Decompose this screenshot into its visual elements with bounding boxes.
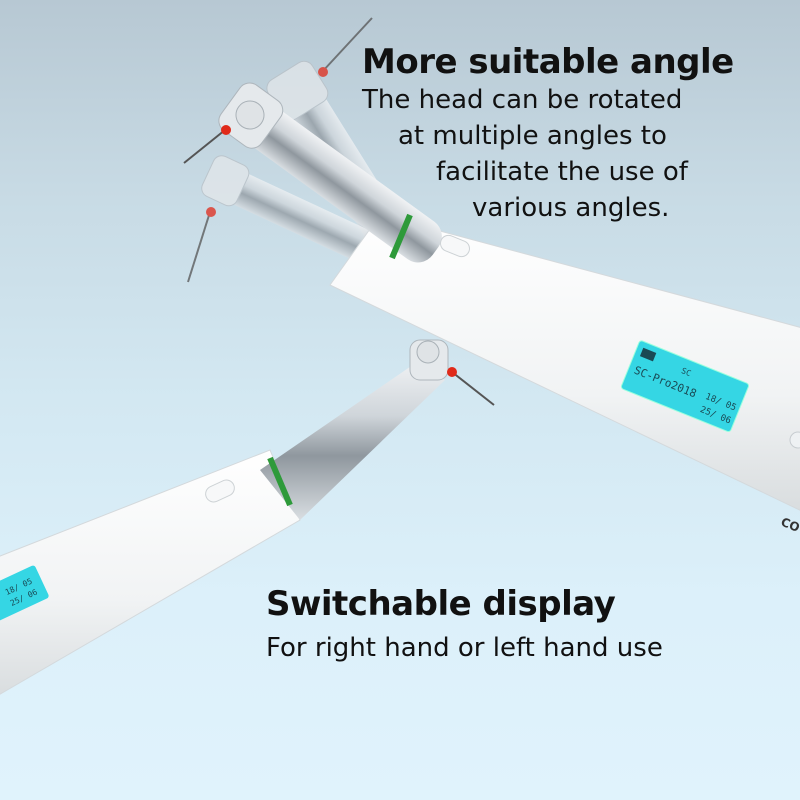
handpiece-top: SC SC-Pro2018 18/ 05 25/ 06 CO [183, 82, 800, 535]
feature-display: Switchable display For right hand or lef… [266, 584, 663, 666]
feature-angle-line-4: various angles. [472, 193, 670, 223]
feature-angle-line-3: facilitate the use of [436, 157, 688, 187]
handpiece-bottom: 18/ 05 25/ 06 [0, 339, 495, 695]
lcd-display-left: 18/ 05 25/ 06 [0, 565, 49, 622]
feature-angle: More suitable angle The head can be rota… [362, 42, 734, 226]
feature-angle-title: More suitable angle [362, 42, 734, 82]
feature-angle-line-1: The head can be rotated [362, 85, 683, 115]
feature-display-title: Switchable display [266, 584, 616, 624]
lcd-mode: SC [680, 366, 692, 378]
lcd-display-right: SC SC-Pro2018 18/ 05 25/ 06 [620, 340, 750, 433]
brand-text: CO [779, 515, 800, 535]
feature-display-description: For right hand or left hand use [266, 633, 663, 663]
feature-angle-line-2: at multiple angles to [398, 121, 667, 151]
